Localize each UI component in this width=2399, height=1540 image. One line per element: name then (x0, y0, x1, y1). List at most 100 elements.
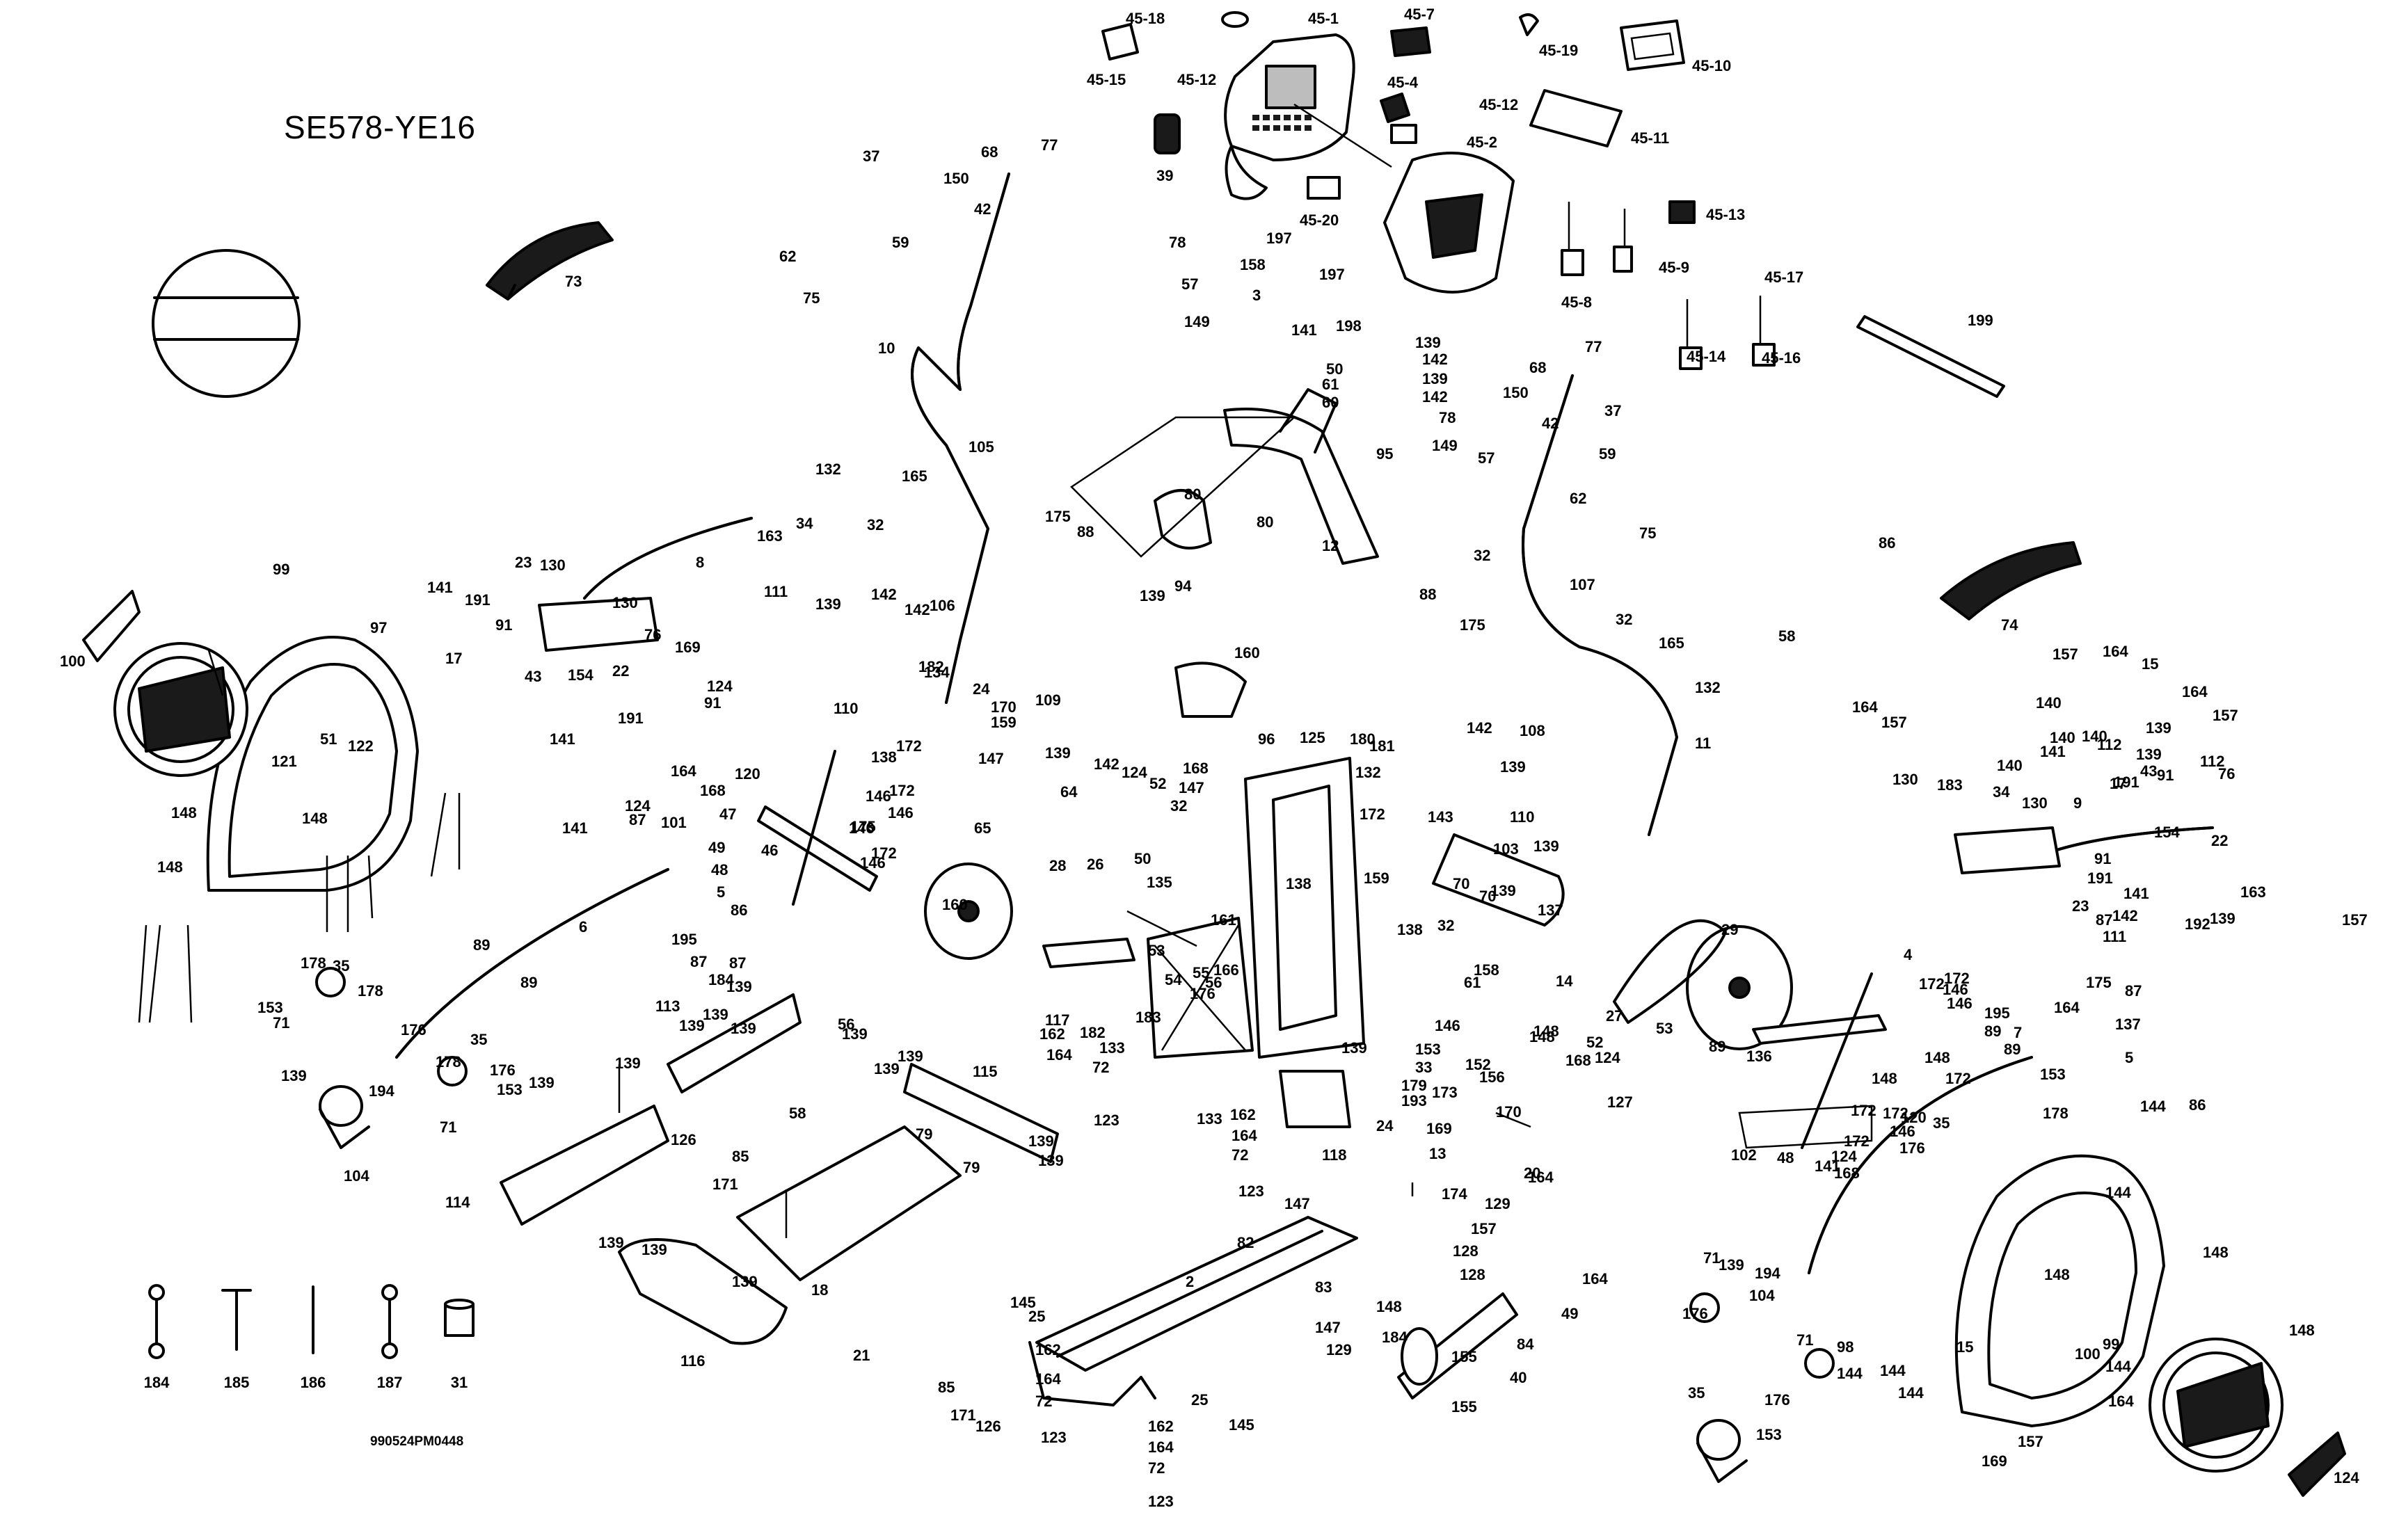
part-callout: 148 (1924, 1049, 1950, 1066)
part-callout: 194 (1755, 1265, 1780, 1282)
part-callout: 89 (1709, 1038, 1726, 1055)
part-callout: 53 (1656, 1020, 1673, 1037)
part-callout: 172 (1944, 970, 1970, 987)
part-callout: 138 (1286, 875, 1312, 892)
part-callout: 141 (550, 730, 575, 748)
part-callout: 97 (370, 619, 388, 636)
part-callout: 164 (2103, 643, 2128, 660)
part-callout: 39 (1156, 167, 1174, 184)
part-callout: 139 (815, 595, 841, 613)
part-callout: 59 (892, 234, 909, 251)
part-callout: 164 (2182, 683, 2208, 700)
part-callout: 72 (1232, 1146, 1249, 1164)
left-pedal (486, 221, 614, 300)
part-callout: 137 (1538, 901, 1563, 919)
part-callout: 33 (1415, 1059, 1433, 1076)
tools-row (148, 1284, 475, 1359)
part-callout: 139 (842, 1025, 868, 1043)
part-callout: 146 (860, 854, 886, 872)
part-callout: 118 (1322, 1146, 1347, 1164)
part-callout: 179 (1401, 1077, 1427, 1094)
part-callout: 65 (974, 819, 991, 837)
part-callout: 94 (1174, 577, 1192, 595)
part-callout: 75 (803, 289, 820, 307)
part-callout: 171 (712, 1176, 738, 1193)
part-callout: 56 (1205, 974, 1222, 991)
part-callout: 100 (2075, 1345, 2101, 1363)
part-callout: 128 (1453, 1242, 1479, 1260)
part-callout: 70 (1479, 888, 1497, 905)
part-callout: 87 (690, 953, 708, 970)
part-callout: 34 (1993, 783, 2010, 801)
left-crank-assembly (757, 750, 878, 906)
part-callout: 139 (1490, 882, 1516, 899)
part-callout: 45-13 (1706, 206, 1746, 223)
part-callout: 139 (1533, 837, 1559, 855)
part-callout: 10 (878, 339, 895, 357)
part-callout: 146 (1435, 1017, 1460, 1034)
part-callout: 45-19 (1539, 42, 1579, 59)
part-callout: 48 (711, 861, 728, 879)
part-callout: 26 (1087, 856, 1104, 873)
document-code: 990524PM0448 (370, 1434, 464, 1449)
part-callout: 37 (863, 147, 880, 165)
part-callout: 50 (1326, 360, 1344, 378)
part-callout: 156 (1479, 1068, 1505, 1086)
part-callout: 88 (1077, 523, 1094, 540)
console-mast (1070, 388, 1379, 565)
part-callout: 79 (963, 1159, 980, 1176)
part-callout: 130 (1892, 771, 1918, 788)
part-callout: 5 (2125, 1049, 2134, 1066)
part-callout: 144 (2105, 1184, 2131, 1201)
part-callout: 139 (2146, 719, 2171, 737)
part-callout: 172 (871, 844, 897, 862)
wheel-assemblies (315, 967, 1835, 1379)
part-callout: 197 (1266, 230, 1292, 247)
part-callout: 122 (348, 737, 374, 755)
part-callout: 108 (1520, 722, 1545, 739)
part-callout: 53 (1148, 942, 1165, 959)
part-callout: 194 (369, 1082, 394, 1100)
part-callout: 157 (2018, 1433, 2043, 1450)
part-callout: 148 (1872, 1070, 1897, 1087)
part-callout: 45-2 (1467, 134, 1498, 151)
part-callout: 139 (2136, 746, 2162, 763)
right-handlebar (1522, 374, 1678, 836)
part-callout: 152 (1465, 1056, 1491, 1073)
part-callout: 157 (2342, 911, 2368, 929)
part-callout: 172 (896, 737, 922, 755)
part-callout: 91 (704, 694, 722, 712)
part-callout: 45-12 (1479, 96, 1519, 113)
part-callout: 139 (703, 1006, 728, 1023)
part-callout: 133 (1197, 1110, 1222, 1128)
part-callout: 165 (902, 467, 927, 485)
part-callout: 8 (696, 554, 705, 571)
base-covers (500, 661, 1565, 1345)
tool-label-187: 187 (376, 1374, 403, 1391)
part-callout: 144 (1898, 1384, 1924, 1402)
part-callout: 141 (1815, 1157, 1840, 1175)
part-callout: 176 (1190, 985, 1216, 1002)
part-callout: 25 (1191, 1391, 1209, 1409)
part-callout: 170 (1496, 1103, 1522, 1121)
main-frame (1028, 1216, 1358, 1406)
part-callout: 162 (1035, 1341, 1061, 1358)
part-callout: 37 (1604, 402, 1622, 419)
part-callout: 11 (1695, 735, 1712, 752)
part-callout: 121 (271, 753, 297, 770)
part-callout: 132 (1355, 764, 1381, 781)
part-callout: 181 (1369, 737, 1395, 755)
part-callout: 112 (2200, 753, 2225, 770)
part-callout: 61 (1322, 376, 1339, 393)
part-callout: 172 (889, 782, 915, 799)
part-callout: 115 (973, 1063, 998, 1080)
part-callout: 117 (1045, 1011, 1070, 1029)
part-callout: 193 (1401, 1092, 1427, 1109)
part-callout: 163 (757, 527, 783, 545)
part-callout: 98 (1837, 1338, 1854, 1356)
part-callout: 139 (598, 1234, 624, 1251)
part-callout: 139 (1719, 1256, 1744, 1274)
part-callout: 148 (302, 810, 328, 827)
part-callout: 99 (2103, 1336, 2120, 1353)
part-callout: 45-4 (1387, 74, 1419, 91)
